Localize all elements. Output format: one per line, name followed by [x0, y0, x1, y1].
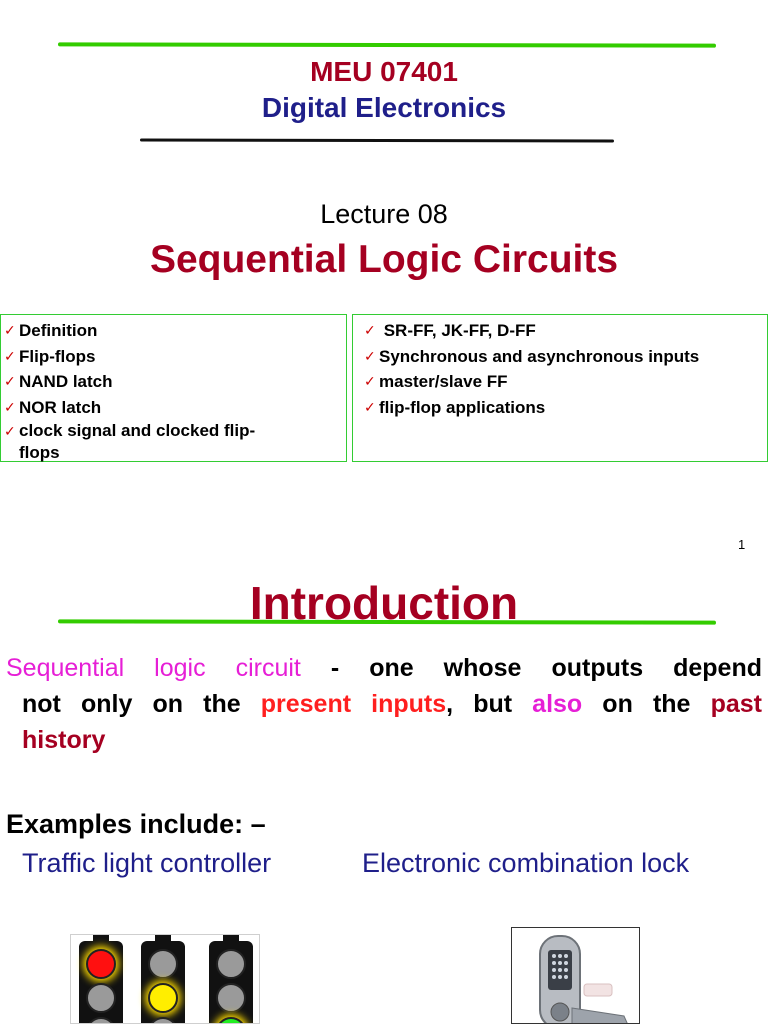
- check-icon: ✓: [4, 423, 16, 439]
- topics-box-left: ✓Definition ✓Flip-flops ✓NAND latch ✓NOR…: [0, 314, 347, 462]
- course-code: MEU 07401: [310, 56, 458, 87]
- topic-label: flip-flop applications: [379, 397, 546, 417]
- red-lamp: [86, 949, 116, 979]
- also-highlight: also: [532, 690, 583, 718]
- traffic-light-red: [79, 935, 123, 1023]
- definition-text: - one whose outputs depend: [300, 654, 763, 682]
- topic-label: Synchronous and asynchronous inputs: [379, 346, 700, 366]
- definition-text: , but: [446, 690, 533, 718]
- topics-list-right: ✓ SR-FF, JK-FF, D-FF ✓Synchronous and as…: [353, 315, 767, 420]
- examples-heading: Examples include: –: [6, 809, 266, 839]
- green-lamp: [216, 1017, 246, 1023]
- topic-label: clock signal and clocked flip-flops: [19, 421, 256, 462]
- check-icon: ✓: [4, 398, 16, 415]
- lecture-title: Sequential Logic Circuits: [149, 238, 619, 281]
- topic-label: SR-FF, JK-FF, D-FF: [379, 321, 536, 340]
- history-highlight: history: [22, 726, 106, 754]
- definition-line-1: Sequential logic circuit - one whose out…: [6, 650, 762, 686]
- topic-item: ✓master/slave FF: [361, 369, 767, 395]
- topic-item: ✓Definition: [1, 318, 346, 344]
- unlit-lamp: [216, 983, 246, 1013]
- traffic-light-cap: [93, 935, 109, 943]
- example-traffic-light: Traffic light controller: [22, 848, 272, 878]
- page-number: 1: [738, 537, 746, 552]
- top-green-rule: [57, 42, 717, 48]
- lecture-number: Lecture 08: [320, 199, 448, 229]
- definition-term: Sequential logic circuit: [6, 654, 301, 682]
- course-name: Digital Electronics: [261, 92, 507, 123]
- topic-item: ✓Synchronous and asynchronous inputs: [361, 344, 767, 370]
- topic-label: NAND latch: [19, 372, 113, 391]
- yellow-lamp: [148, 983, 178, 1013]
- topic-item: ✓flip-flop applications: [361, 395, 767, 421]
- combination-lock-image: [511, 927, 640, 1024]
- definition-text: not only on the: [22, 690, 261, 718]
- check-icon: ✓: [4, 322, 16, 338]
- past-highlight: past: [710, 690, 762, 718]
- topic-label: Flip-flops: [19, 346, 96, 366]
- topic-item: ✓NOR latch: [1, 395, 346, 421]
- topic-item: ✓Flip-flops: [1, 344, 346, 370]
- check-icon: ✓: [364, 398, 376, 415]
- topics-list-left: ✓Definition ✓Flip-flops ✓NAND latch ✓NOR…: [1, 315, 346, 464]
- definition-text: on the: [582, 690, 711, 718]
- lock-icon: [539, 935, 628, 1023]
- topic-item: ✓NAND latch: [1, 369, 346, 395]
- topic-label: master/slave FF: [379, 372, 508, 391]
- black-rule: [139, 138, 615, 143]
- topic-item: ✓clock signal and clocked flip-flops: [1, 420, 294, 464]
- present-inputs-highlight: present inputs: [260, 690, 447, 718]
- definition-line-2: not only on the present inputs, but also…: [22, 686, 762, 722]
- check-icon: ✓: [364, 322, 376, 338]
- traffic-light-yellow: [141, 935, 185, 1023]
- topic-item: ✓ SR-FF, JK-FF, D-FF: [361, 318, 767, 344]
- traffic-light-cap: [155, 935, 171, 943]
- topic-label: NOR latch: [19, 397, 102, 417]
- unlit-lamp: [148, 949, 178, 979]
- check-icon: ✓: [364, 373, 376, 389]
- traffic-light-green: [209, 935, 253, 1023]
- check-icon: ✓: [364, 347, 376, 364]
- traffic-light-cap: [223, 935, 239, 943]
- traffic-lights-image: [70, 934, 260, 1024]
- definition-line-3: history: [22, 722, 105, 758]
- unlit-lamp: [86, 1017, 116, 1023]
- topic-label: Definition: [19, 321, 98, 340]
- example-combination-lock: Electronic combination lock: [362, 848, 690, 878]
- topics-box-right: ✓ SR-FF, JK-FF, D-FF ✓Synchronous and as…: [352, 314, 768, 462]
- unlit-lamp: [216, 949, 246, 979]
- unlit-lamp: [86, 983, 116, 1013]
- unlit-lamp: [148, 1017, 178, 1023]
- check-icon: ✓: [4, 373, 16, 389]
- check-icon: ✓: [4, 347, 16, 364]
